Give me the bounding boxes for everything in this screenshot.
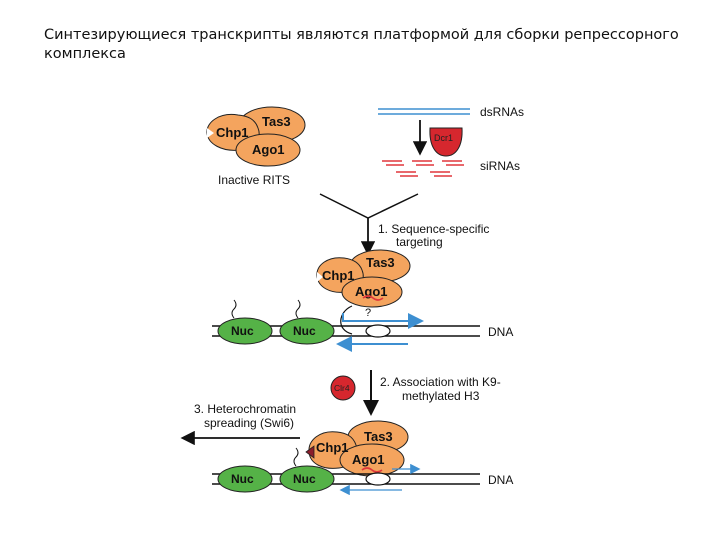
ago1-protein <box>341 276 403 308</box>
ago1-label: Ago1 <box>352 452 385 467</box>
nucleosome <box>279 317 335 345</box>
step2-text-line2: methylated H3 <box>402 389 480 403</box>
slide-title: Синтезирующиеся транскрипты являются пла… <box>44 27 679 62</box>
histone-tail <box>293 447 299 467</box>
histone-tail <box>295 299 301 319</box>
nuc-label: Nuc <box>231 472 254 486</box>
nuc-label: Nuc <box>293 324 316 338</box>
middle-dna: DNA Nuc Nuc <box>212 299 513 352</box>
chp1-label: Chp1 <box>322 268 355 283</box>
nuc-label: Nuc <box>231 324 254 338</box>
transcription-bubble <box>365 472 391 486</box>
nucleosome <box>279 465 335 493</box>
nucleosome <box>217 465 273 493</box>
step1-text-line2: targeting <box>396 235 443 249</box>
dsrna-processing: dsRNAs Dcr1 siRNAs <box>378 105 524 177</box>
targeting-complex: Chp1 Tas3 Ago1 ? <box>316 249 411 335</box>
nascent-transcript <box>342 313 424 329</box>
step2-text-line1: 2. Association with K9- <box>380 375 501 389</box>
bottom-dna: DNA Nuc Nuc <box>212 447 513 496</box>
targeting-loop <box>340 305 353 335</box>
bottom-complex: Chp1 Tas3 Ago1 <box>305 420 409 477</box>
clr4-enzyme <box>330 375 356 401</box>
dna-label: DNA <box>488 473 513 487</box>
nuc-label: Nuc <box>293 472 316 486</box>
chp1-label: Chp1 <box>316 440 349 455</box>
step2: Clr4 2. Association with K9- methylated … <box>330 370 501 416</box>
question-mark: ? <box>365 307 371 319</box>
convergence: 1. Sequence-specific targeting <box>319 193 489 256</box>
tas3-label: Tas3 <box>366 255 395 270</box>
step3-text-line1: 3. Heterochromatin <box>194 402 296 416</box>
inactive-rits-label: Inactive RITS <box>218 173 290 187</box>
tas3-label: Tas3 <box>262 114 291 129</box>
histone-tail <box>231 299 237 319</box>
chp1-label: Chp1 <box>216 125 249 140</box>
step3: 3. Heterochromatin spreading (Swi6) <box>180 402 300 446</box>
tas3-label: Tas3 <box>364 429 393 444</box>
converging-lines <box>319 193 419 219</box>
step1-text-line1: 1. Sequence-specific <box>378 222 489 236</box>
ago1-protein <box>235 133 301 167</box>
bound-sirna <box>362 295 384 301</box>
sirnas-label: siRNAs <box>480 159 520 173</box>
step3-text-line2: spreading (Swi6) <box>204 416 294 430</box>
dcr1-label: Dcr1 <box>434 133 453 143</box>
bound-sirna <box>361 467 383 473</box>
sirna-duplexes <box>382 160 464 177</box>
clr4-label: Clr4 <box>334 383 350 393</box>
inactive-rits-complex: Chp1 Tas3 Ago1 Inactive RITS <box>206 106 306 187</box>
methyl-mark <box>305 445 315 459</box>
ago1-label: Ago1 <box>252 142 285 157</box>
dcr1-enzyme <box>429 127 463 157</box>
transcription-bubble <box>365 324 391 338</box>
dsrnas-label: dsRNAs <box>480 105 524 119</box>
dna-label: DNA <box>488 325 513 339</box>
ago1-label: Ago1 <box>355 284 388 299</box>
nucleosome <box>217 317 273 345</box>
